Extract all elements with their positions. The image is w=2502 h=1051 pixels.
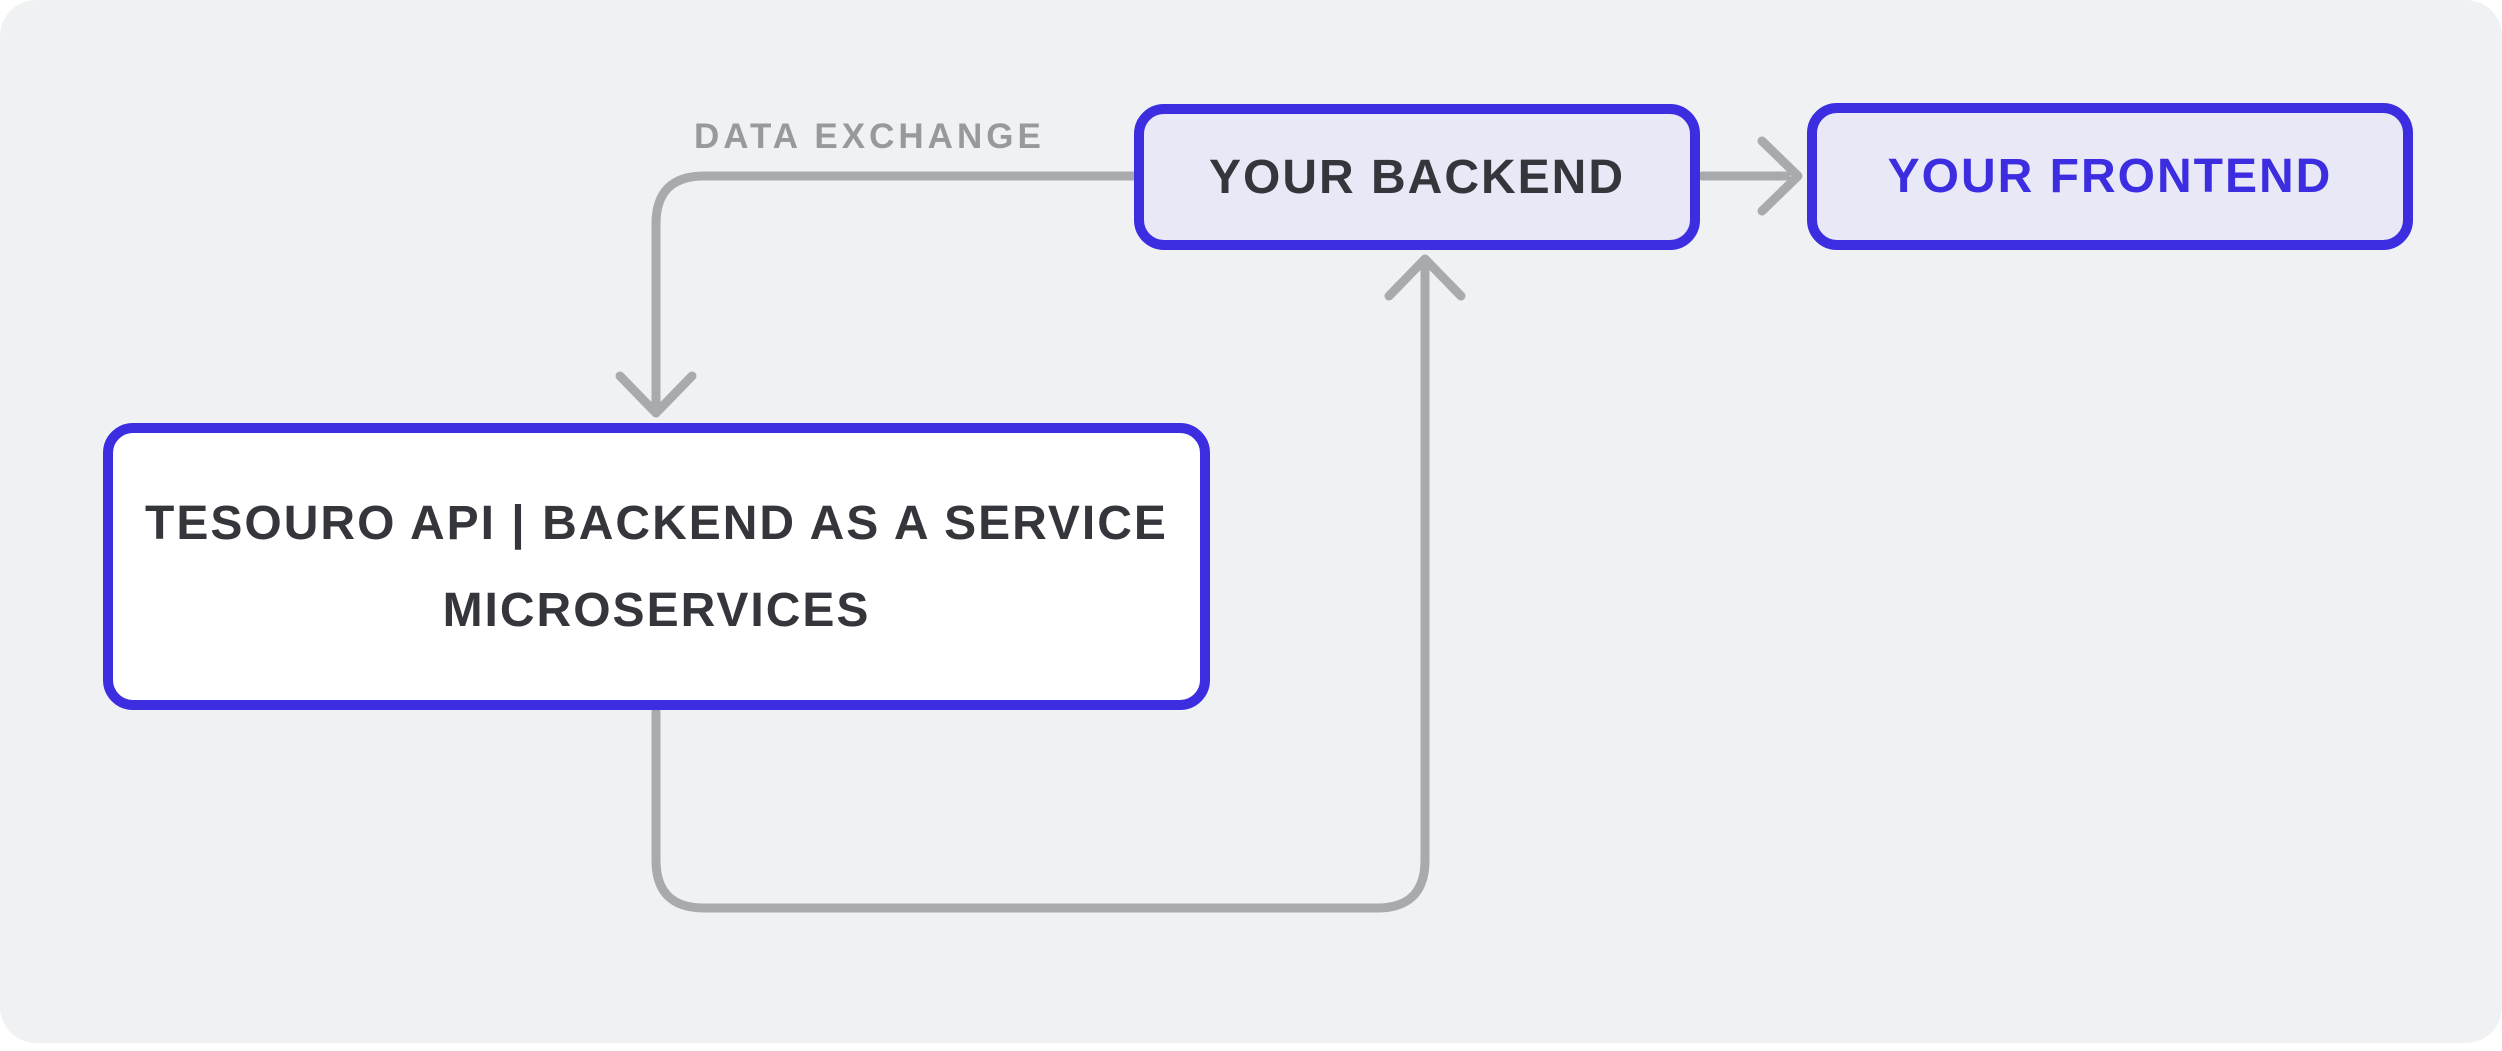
api-response-arrow bbox=[651, 254, 1466, 913]
arrow-up-icon bbox=[1384, 254, 1466, 301]
node-your-backend: YOUR BACKEND bbox=[1134, 104, 1700, 250]
arrow-down-icon bbox=[615, 371, 697, 418]
node-tesouro-api-label-line1: TESOURO API | BACKEND AS A SERVICE bbox=[145, 496, 1168, 550]
node-your-frontend: YOUR FRONTEND bbox=[1807, 103, 2413, 250]
node-your-frontend-label: YOUR FRONTEND bbox=[1887, 150, 2333, 203]
node-your-backend-label: YOUR BACKEND bbox=[1208, 150, 1625, 204]
node-tesouro-api-label-line2: MICROSERVICES bbox=[442, 583, 871, 637]
node-tesouro-api: TESOURO API | BACKEND AS A SERVICE MICRO… bbox=[103, 423, 1210, 710]
data-exchange-arrow bbox=[615, 171, 1139, 418]
data-exchange-label: DATA EXCHANGE bbox=[694, 117, 1045, 156]
arrow-right-icon bbox=[1757, 136, 1803, 216]
backend-to-frontend-arrow bbox=[1697, 136, 1803, 216]
